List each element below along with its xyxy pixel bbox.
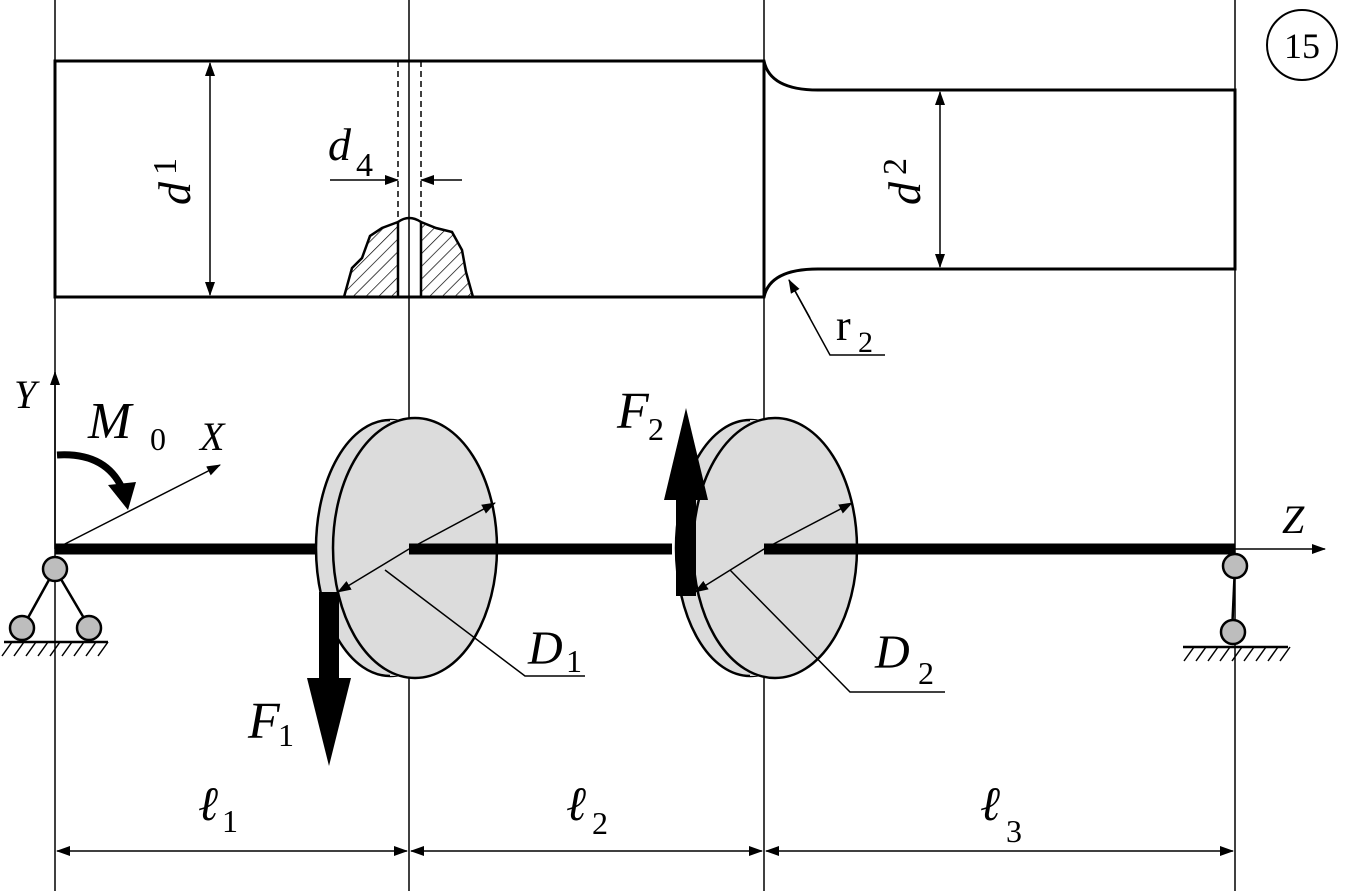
span-l2-label: ℓ 2: [566, 778, 608, 841]
x-axis-label: X: [198, 414, 226, 459]
d2-label: d 2: [877, 158, 930, 205]
hole-section: [330, 61, 475, 299]
right-support-top-hinge: [1221, 552, 1249, 580]
right-roller-support: [1183, 552, 1291, 662]
d1-label: d 1: [147, 158, 200, 205]
svg-text:d: d: [149, 181, 200, 205]
pulley-d2-leader: [729, 569, 945, 693]
svg-text:2: 2: [592, 805, 608, 841]
left-support-hinge: [41, 555, 69, 583]
span-dimensions: ℓ 1 ℓ 2 ℓ 3: [56, 778, 1234, 856]
shaft-labels: d 1 d 2 d 4 r 2: [147, 119, 930, 359]
d4-label: d 4: [328, 119, 373, 184]
span-l1-label: ℓ 1: [198, 778, 238, 839]
shaft-body: [53, 59, 1237, 299]
svg-text:ℓ: ℓ: [980, 778, 1000, 831]
pulley-d2-label-subscript: 2: [918, 655, 934, 691]
moment-m0: M 0: [56, 393, 166, 510]
svg-text:2: 2: [877, 158, 914, 175]
pulley-d1-label-subscript: 1: [566, 643, 582, 679]
x-axis: [54, 464, 221, 550]
svg-text:d: d: [328, 119, 352, 170]
pulley-d2-radius-up: [763, 502, 853, 550]
diameter-dimensions: [205, 62, 945, 356]
svg-text:r: r: [836, 301, 851, 350]
pulley-d1-radius-up: [408, 502, 496, 550]
right-support-bottom-hinge: [1219, 618, 1247, 646]
moment-arc: [56, 451, 126, 490]
force-f2-head: [664, 408, 708, 500]
pulley-d1-leader: [384, 569, 585, 677]
svg-text:ℓ: ℓ: [198, 778, 218, 831]
pulley-d1-radius-down: [337, 548, 410, 593]
r2-label: r 2: [836, 301, 873, 359]
pulley-d1-label-symbol: D: [527, 622, 563, 675]
force-f2-shaft: [676, 500, 696, 596]
force-f1-label-symbol: F: [247, 693, 281, 750]
moment-label-symbol: M: [87, 393, 134, 450]
coordinate-axes: Y X Z: [14, 371, 1326, 554]
r2-leader-arrow: [788, 279, 811, 319]
svg-text:1: 1: [222, 803, 238, 839]
force-f1-head: [307, 678, 351, 766]
right-support-ground-hatch: [1183, 646, 1291, 662]
moment-arrowhead: [108, 482, 136, 510]
force-f2-label-symbol: F: [616, 383, 650, 440]
z-axis-label: Z: [1282, 497, 1305, 542]
figure-number: 15: [1284, 26, 1320, 66]
left-support-ground-hatch: [1, 641, 109, 657]
force-f1-label-subscript: 1: [278, 717, 294, 753]
force-f1-shaft: [319, 592, 339, 678]
svg-text:1: 1: [147, 158, 184, 175]
svg-text:2: 2: [858, 326, 873, 359]
left-pin-support: [1, 555, 109, 657]
section-top-edge: [397, 216, 422, 224]
pulley-d2: D 2: [674, 416, 945, 693]
left-support-base-hinge-a: [8, 614, 36, 642]
span-l3-label: ℓ 3: [980, 778, 1022, 849]
shaft-outline: [53, 59, 1237, 299]
svg-text:d: d: [879, 181, 930, 205]
force-f1: F 1: [247, 592, 351, 766]
section-left-hatch: [342, 220, 400, 299]
force-f2-label-subscript: 2: [648, 411, 664, 447]
force-f2: F 2: [616, 383, 708, 596]
reference-lines: [54, 0, 1236, 891]
svg-text:4: 4: [356, 147, 373, 184]
svg-text:3: 3: [1006, 813, 1022, 849]
left-support-base-hinge-b: [75, 614, 103, 642]
y-axis-label: Y: [14, 372, 40, 417]
pulley-d2-label-symbol: D: [874, 626, 910, 679]
moment-label-subscript: 0: [150, 421, 166, 457]
svg-text:ℓ: ℓ: [566, 778, 586, 831]
figure-number-badge: 15: [1266, 9, 1338, 81]
section-right-hatch: [419, 220, 475, 299]
